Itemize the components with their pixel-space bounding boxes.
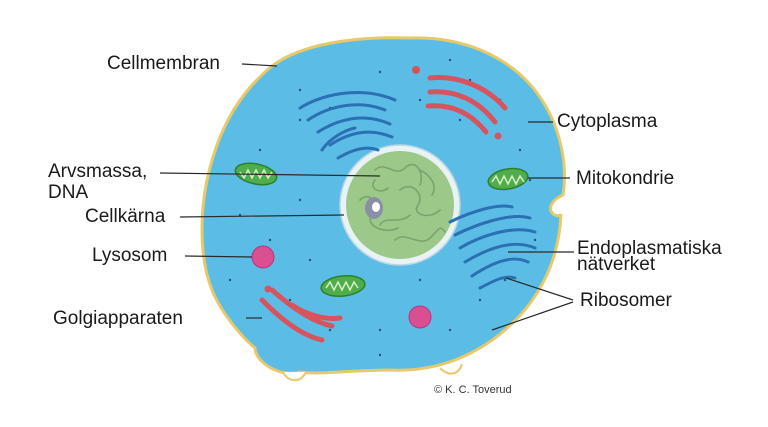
label-cellkarna: Cellkärna — [85, 206, 166, 227]
label-ribosomer: Ribosomer — [580, 290, 672, 311]
leader-cellkarna — [179, 214, 345, 218]
label-cytoplasma: Cytoplasma — [557, 111, 658, 132]
label-er-line1: Endoplasmatiska — [577, 238, 722, 259]
endoplasmic-reticulum-upper — [298, 90, 397, 160]
golgi-upper-vesicles — [412, 66, 502, 140]
lysosome-left — [251, 245, 275, 269]
dna-strands — [359, 163, 446, 242]
mitochondrion-bottom — [320, 275, 366, 297]
mitochondrion-right — [487, 167, 529, 191]
leader-ribosomer-1 — [505, 277, 574, 301]
leader-arvsmassa — [159, 172, 381, 177]
leader-cellmembran — [241, 63, 278, 67]
membrane-notch-2 — [439, 363, 463, 375]
leader-ribosomer-2 — [491, 301, 574, 331]
leader-lines — [159, 63, 574, 331]
golgi-lower-vesicles — [264, 285, 272, 293]
label-arvsmassa-line2: DNA — [48, 182, 89, 203]
label-arvsmassa-line1: Arvsmassa, — [48, 161, 148, 182]
label-lysosom: Lysosom — [92, 245, 168, 266]
endoplasmic-reticulum-lower — [448, 204, 537, 290]
golgi-lower — [259, 287, 343, 343]
membrane-notch — [282, 371, 307, 382]
label-cellmembran: Cellmembran — [107, 53, 220, 74]
leader-lysosom — [184, 255, 253, 258]
nucleus — [346, 151, 454, 259]
label-er-line2: nätverket — [577, 254, 656, 275]
label-golgiapparaten: Golgiapparaten — [53, 308, 183, 329]
golgi-upper — [425, 74, 508, 135]
nucleolus-core — [372, 202, 380, 212]
lysosome-bottom — [408, 305, 432, 329]
label-mitokondrie: Mitokondrie — [576, 168, 675, 189]
copyright-credit: © K. C. Toverud — [434, 384, 512, 396]
